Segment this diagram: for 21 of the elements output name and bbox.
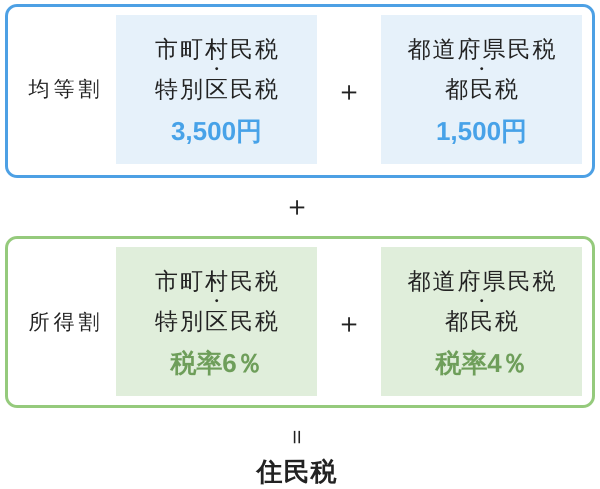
tax-name: 市町村民税・特別区民税 [154,38,280,101]
tax-box [381,15,582,164]
tax-name: 都道府県民税・都民税 [406,38,558,101]
amount-text: 税率6％ [170,349,263,377]
group-heading: 所得割 [28,311,104,335]
plus-sign: ＋ [335,76,363,108]
plus-sign: ＋ [335,308,363,340]
amount-text: 税率4％ [435,349,528,377]
tax-name: 都道府県民税・都民税 [406,270,558,333]
equals-sign: ＝ [284,425,310,449]
plus-sign: ＋ [283,192,311,222]
group-heading: 均等割 [28,78,104,102]
group-box [5,4,595,178]
tax-box [116,247,317,396]
amount-text: 1,500円 [436,117,528,145]
tax-name: 市町村民税・特別区民税 [154,270,280,333]
group-box [5,236,595,408]
tax-box [116,15,317,164]
result-label: 住民税 [256,458,338,486]
tax-box [381,247,582,396]
amount-text: 3,500円 [170,117,262,145]
